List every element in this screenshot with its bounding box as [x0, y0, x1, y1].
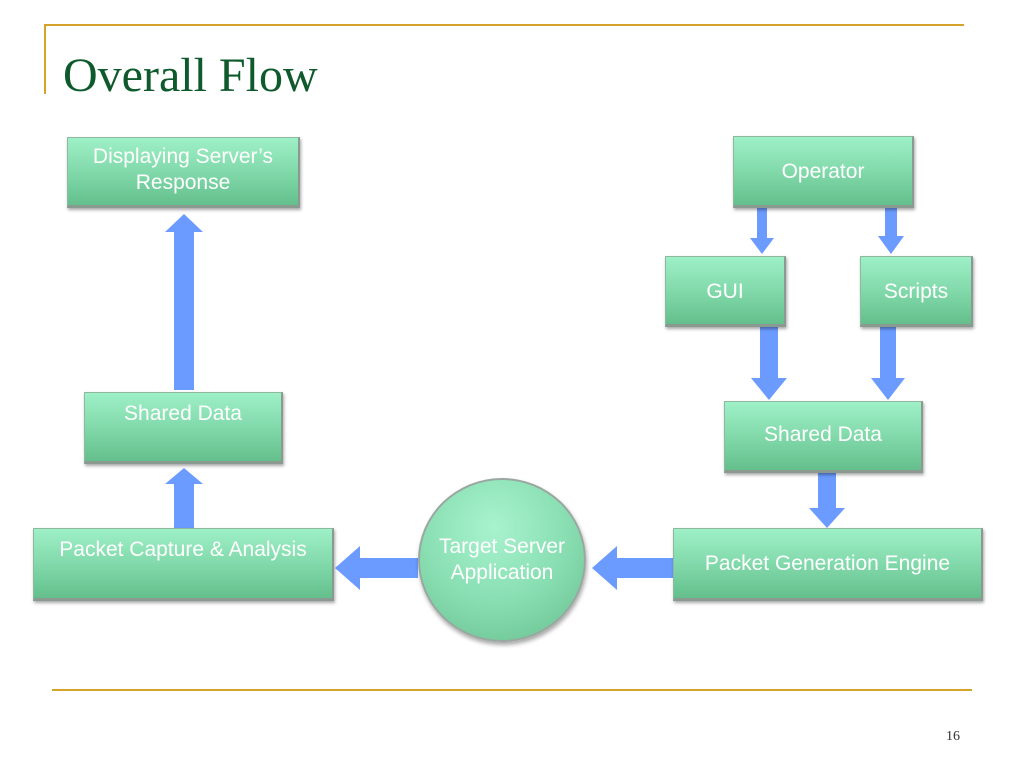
node-packet-capture-analysis: Packet Capture & Analysis — [33, 528, 334, 601]
arrow-shared-data-to-packet-generation — [809, 472, 845, 528]
node-operator: Operator — [733, 136, 914, 208]
top-rule — [44, 24, 964, 26]
node-scripts: Scripts — [860, 256, 973, 327]
node-label: Shared Data — [764, 423, 882, 446]
node-shared-data-left: Shared Data — [84, 392, 283, 464]
node-label: Target Server Application — [438, 535, 566, 585]
node-label: Operator — [781, 160, 865, 183]
node-shared-data-right: Shared Data — [724, 401, 923, 473]
node-gui: GUI — [665, 256, 786, 327]
node-label: Shared Data — [124, 402, 242, 425]
arrow-scripts-to-shared-data — [871, 326, 905, 400]
page-number: 16 — [946, 729, 960, 744]
left-rule — [44, 24, 46, 94]
bottom-rule — [52, 689, 972, 691]
arrow-operator-to-scripts — [878, 206, 904, 254]
slide-title: Overall Flow — [63, 49, 318, 102]
node-target-server-application: Target Server Application — [418, 478, 586, 642]
arrow-packet-capture-to-shared-data — [165, 468, 203, 528]
node-label: GUI — [706, 280, 744, 303]
arrow-operator-to-gui — [750, 206, 774, 254]
arrow-gui-to-shared-data — [751, 326, 787, 400]
node-label: Packet Capture & Analysis — [59, 538, 307, 561]
arrow-target-server-to-packet-capture — [335, 546, 418, 590]
node-label: Scripts — [883, 280, 949, 303]
node-label: Packet Generation Engine — [704, 552, 951, 575]
node-displaying-servers-response: Displaying Server’s Response — [67, 137, 300, 208]
arrow-shared-data-to-displaying-response — [165, 214, 203, 390]
node-packet-generation-engine: Packet Generation Engine — [673, 528, 983, 601]
arrow-packet-generation-to-target-server — [592, 546, 674, 590]
node-label: Displaying Server’s Response — [92, 145, 274, 195]
